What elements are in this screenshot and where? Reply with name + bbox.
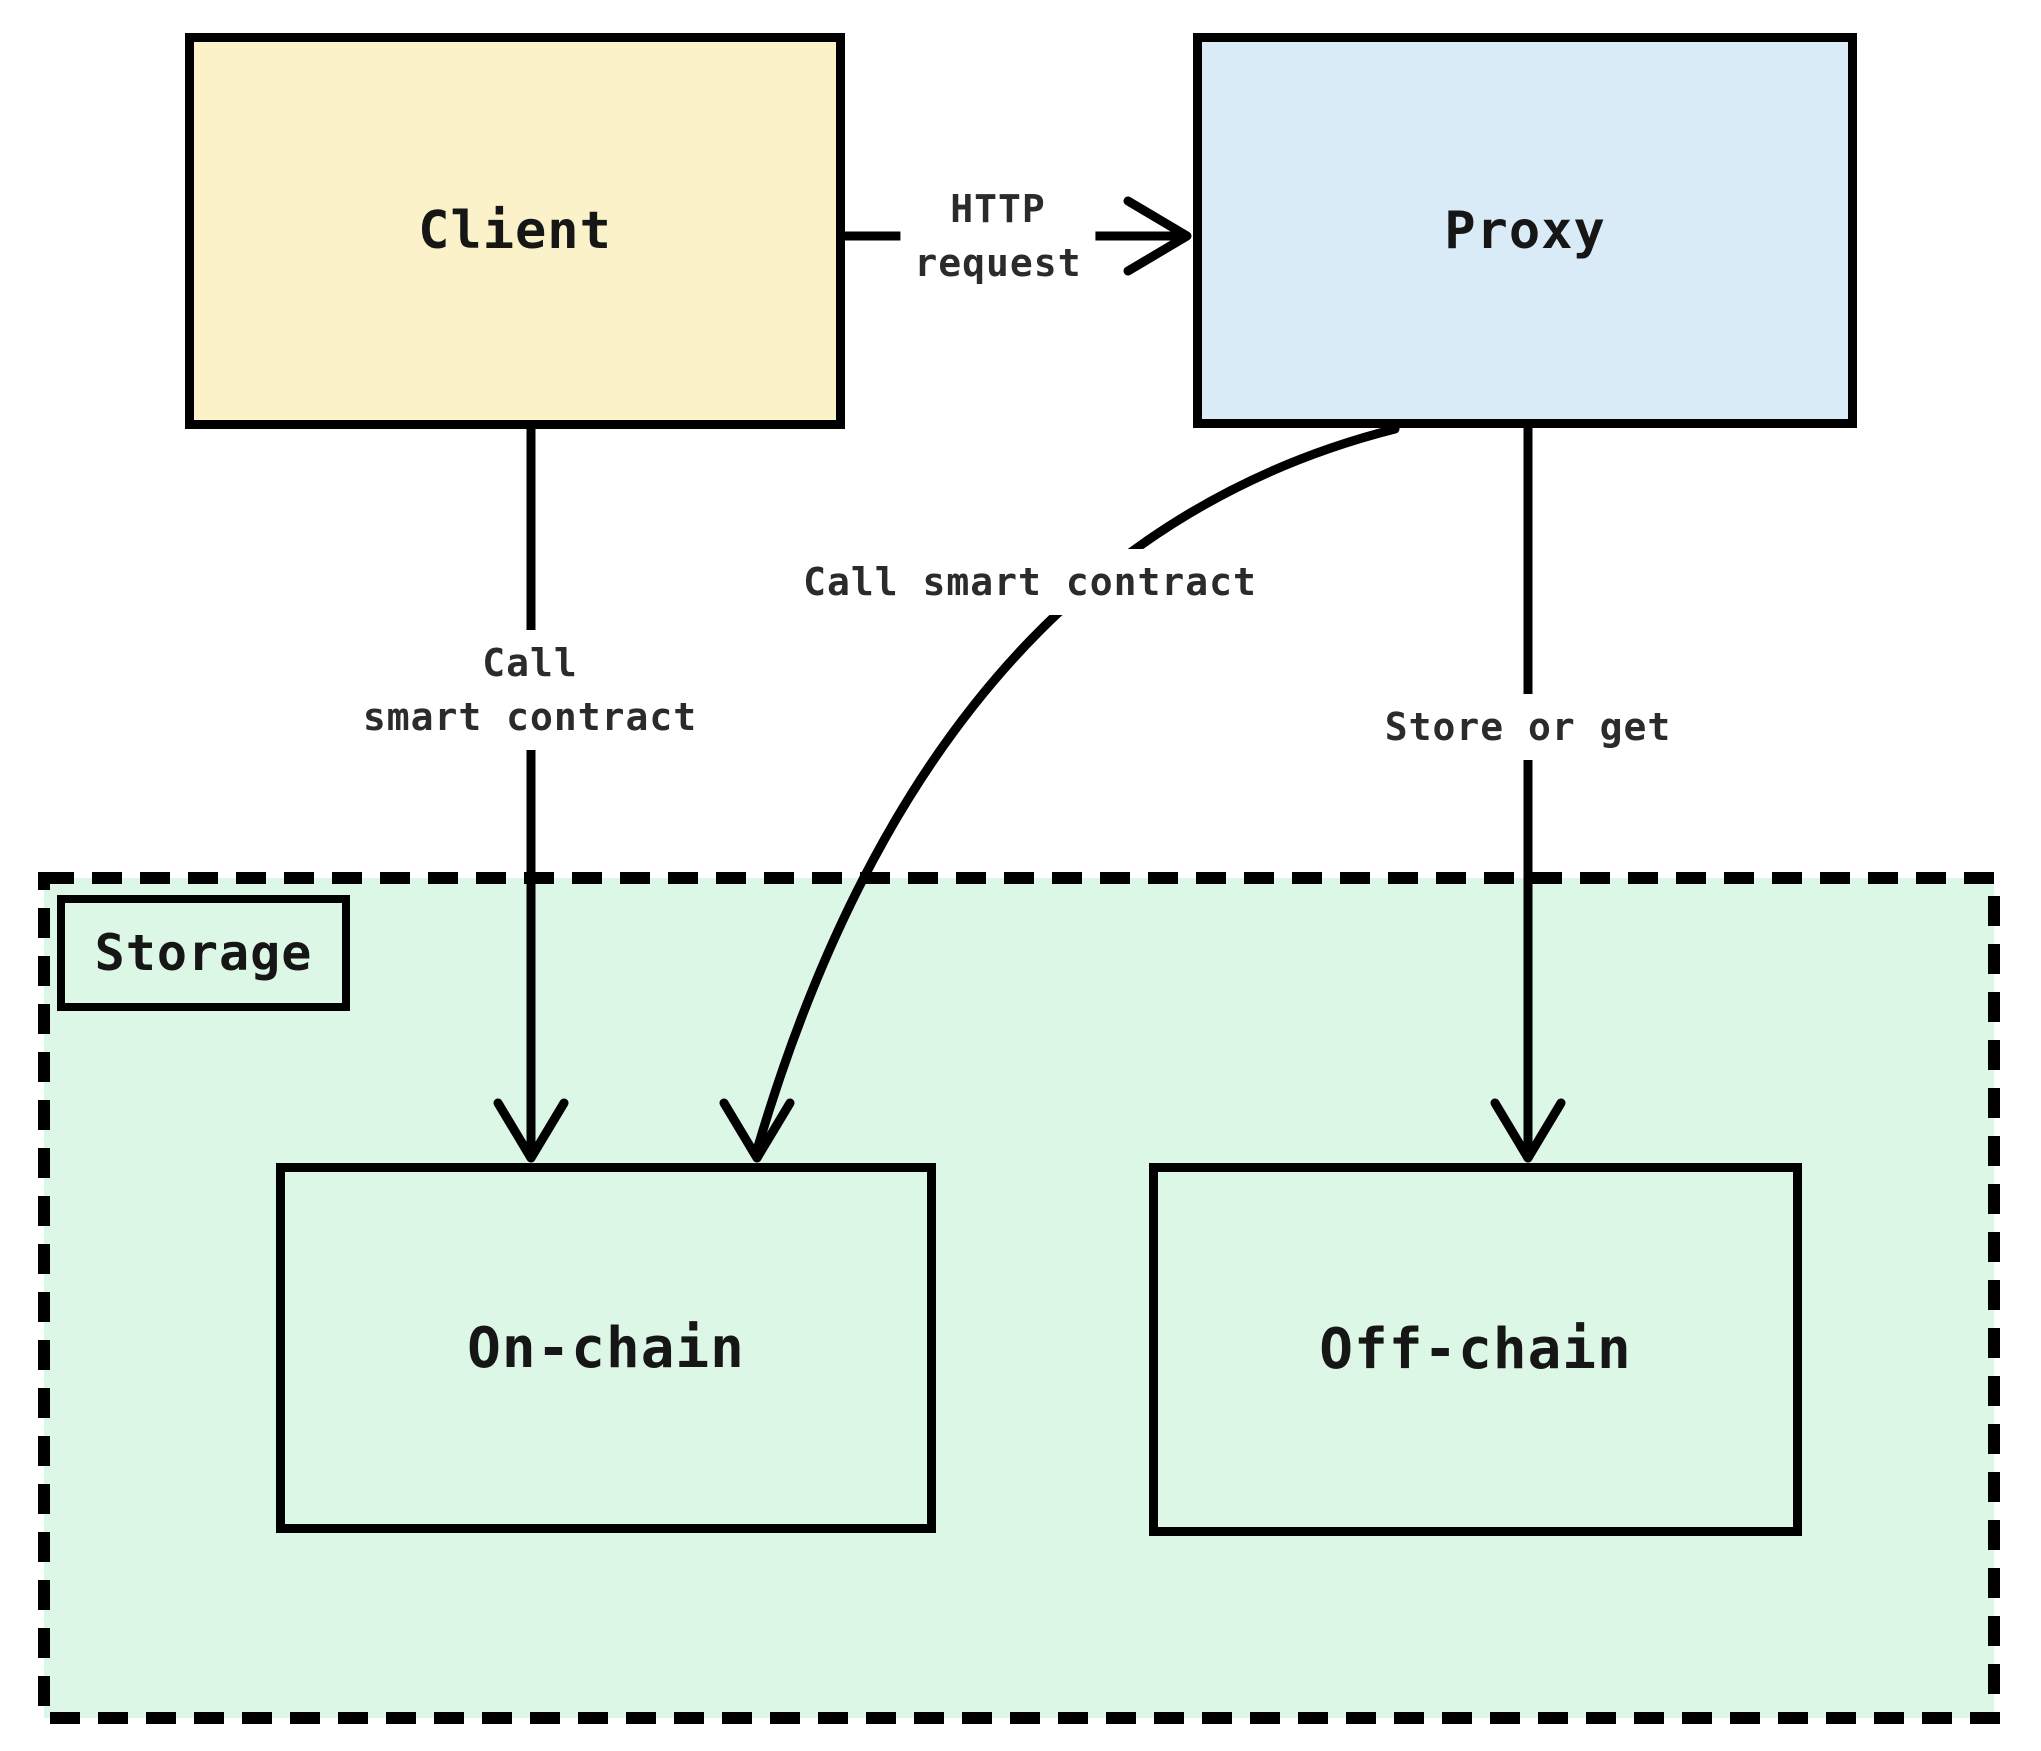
node-proxy-label: Proxy (1444, 200, 1606, 261)
edge-label-store-or-get: Store or get (1370, 694, 1686, 760)
node-off-chain-label: Off-chain (1319, 1317, 1632, 1382)
node-on-chain-label: On-chain (467, 1315, 745, 1381)
arrow-proxy-to-on-chain (752, 424, 1400, 1155)
node-on-chain: On-chain (276, 1163, 936, 1533)
arrowhead-proxy-to-off-chain (1490, 1098, 1566, 1163)
edge-label-call-line1: Call (482, 641, 578, 685)
edge-label-store-or-get-line1: Store or get (1384, 705, 1672, 749)
edge-label-call-smart-contract-proxy: Call smart contract (789, 549, 1271, 615)
edge-label-call-sc-line1: Call smart contract (803, 560, 1257, 604)
arrowhead-proxy-to-on-chain (719, 1098, 795, 1163)
storage-group-label: Storage (94, 924, 313, 982)
node-client-label: Client (418, 201, 612, 261)
edge-label-http-request-line1: HTTP (950, 187, 1046, 231)
edge-label-call-line2: smart contract (362, 695, 698, 739)
node-proxy: Proxy (1193, 33, 1857, 428)
arrowhead-client-to-on-chain (493, 1098, 569, 1163)
edge-label-http-request-line2: request (914, 241, 1082, 285)
edge-label-http-request: HTTP request (900, 176, 1096, 296)
arrowhead-client-to-proxy (1123, 196, 1192, 276)
node-client: Client (185, 33, 845, 429)
node-off-chain: Off-chain (1149, 1163, 1802, 1536)
storage-group-title-box: Storage (57, 895, 350, 1011)
edge-label-call-smart-contract-client: Call smart contract (348, 630, 712, 750)
